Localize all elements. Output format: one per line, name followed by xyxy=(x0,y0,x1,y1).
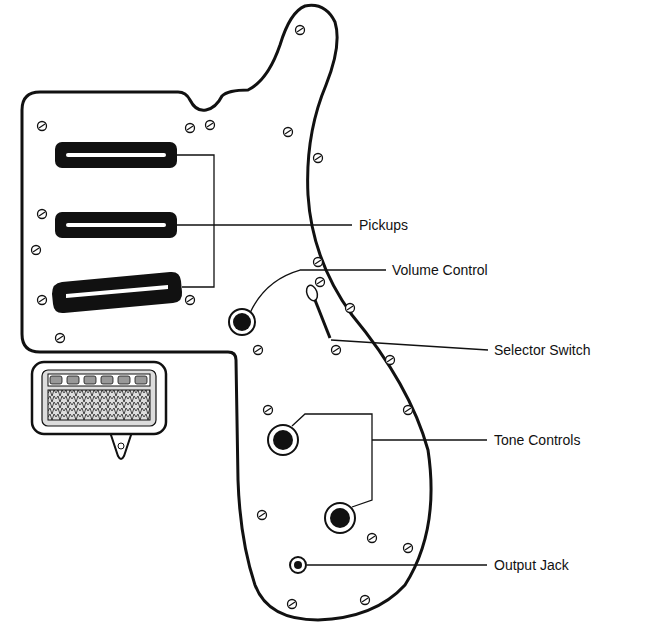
leader-lines xyxy=(177,155,488,565)
bridge-saddles xyxy=(50,376,147,384)
part-label: Pickups xyxy=(357,217,410,233)
part-label: Selector Switch xyxy=(492,342,592,358)
pickups xyxy=(52,142,182,313)
selector-switch xyxy=(305,284,330,338)
knobs xyxy=(229,309,355,573)
part-label: Output Jack xyxy=(492,557,571,573)
pickguard-outline xyxy=(22,5,431,620)
part-label: Tone Controls xyxy=(492,432,582,448)
screws xyxy=(32,26,413,609)
pickup-slots xyxy=(66,153,168,298)
part-label: Volume Control xyxy=(390,262,490,278)
bridge xyxy=(32,362,166,459)
